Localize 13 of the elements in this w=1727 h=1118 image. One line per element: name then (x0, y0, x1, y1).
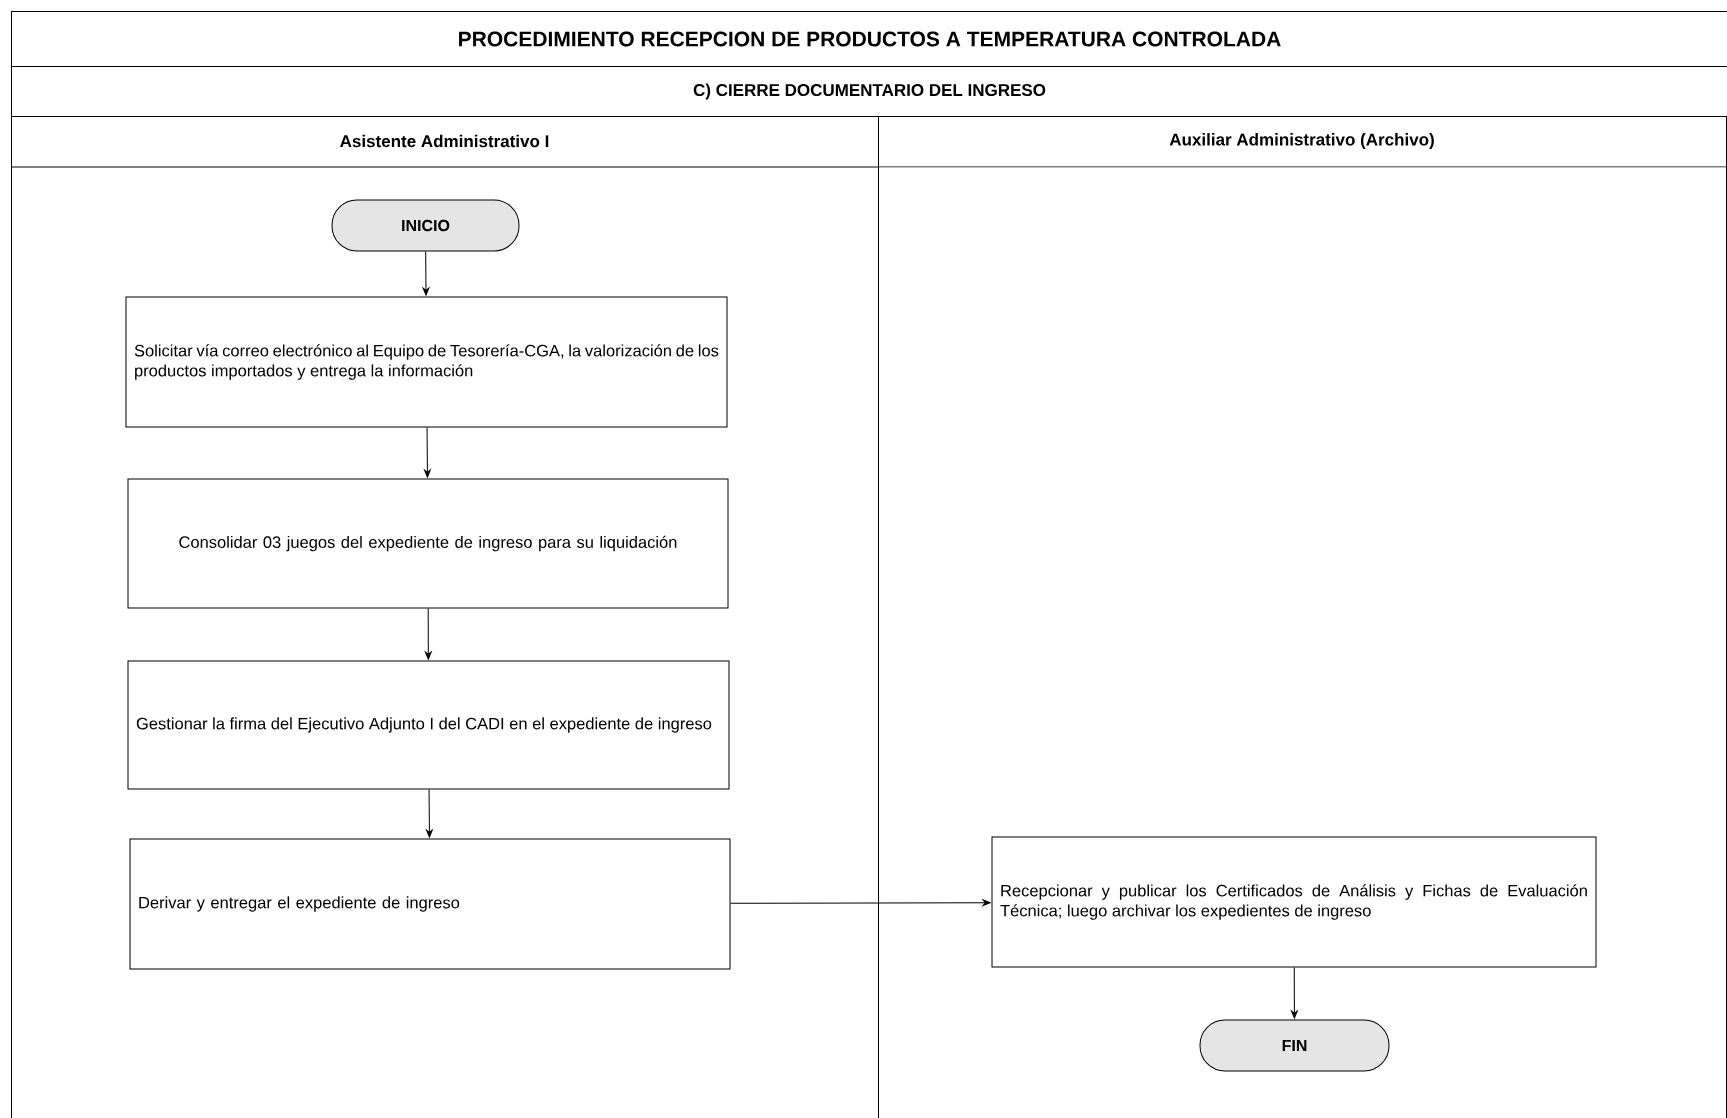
process-box: Derivar y entregar el expediente de ingreso (129, 838, 731, 970)
subtitle-bar: C) CIERRE DOCUMENTARIO DEL INGRESO (11, 66, 1727, 117)
process-box: Recepcionar y publicar los Certificados de Análisis y Fichas de Evaluación Técnica; luego archivar los expedientes de ingreso (991, 836, 1597, 968)
process-box: Gestionar la firma del Ejecutivo Adjunto I del CADI en el expediente de ingreso (127, 660, 730, 790)
arrow (424, 427, 431, 478)
arrow (730, 899, 991, 907)
arrow (422, 251, 430, 296)
process-box: Consolidar 03 juegos del expediente de ingreso para su liquidación (127, 478, 729, 609)
title-bar: PROCEDIMIENTO RECEPCION DE PRODUCTOS A TEMPERATURA CONTROLADA (11, 11, 1727, 67)
arrow (424, 608, 432, 660)
arrow (1291, 967, 1298, 1019)
process-box: Solicitar vía correo electrónico al Equipo de Tesorería-CGA, la valorización de los productos importados y entrega la información (125, 296, 728, 428)
arrow (426, 789, 433, 838)
